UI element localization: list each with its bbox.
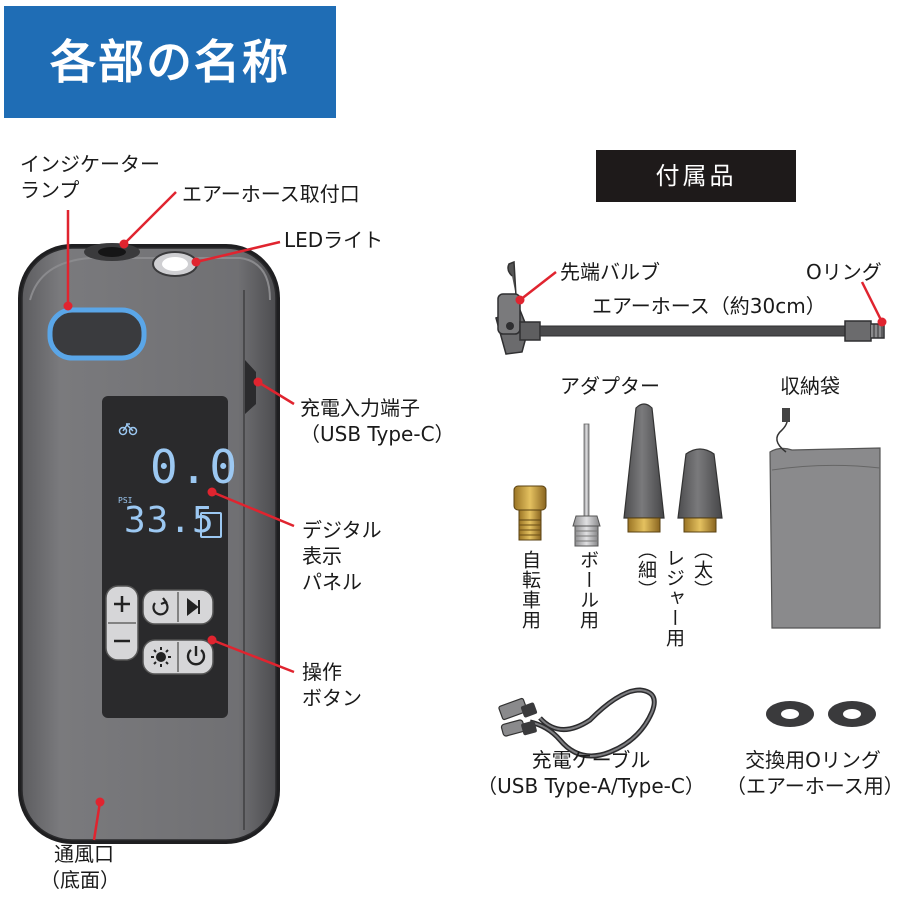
accessories-title: 付属品 [655,162,737,190]
title-banner [4,6,336,118]
power-icon [186,646,206,666]
label-charge-port-1: 充電入力端子 [300,396,420,420]
bicycle-icon [118,423,138,436]
label-vent-2: （底面） [40,868,120,892]
unit-psi: PSI [118,496,133,505]
ball-needle [572,423,601,547]
label-display-1: デジタル [302,518,382,542]
target-pressure-readout: 33.5 [124,500,215,541]
label-o-ring: Oリング [806,260,882,284]
label-display-3: パネル [302,570,362,594]
label-cable-1: 充電ケーブル [531,748,651,772]
cycle-icon [152,597,169,616]
label-thick: （太） [691,540,713,600]
label-led-light: LEDライト [284,228,384,252]
accessories-banner [596,150,796,202]
light-icon [151,647,171,667]
indicator-lamp [47,307,147,361]
label-indicator-lamp-2: ランプ [20,178,80,202]
label-hose-port: エアーホース取付口 [182,182,360,206]
label-thin: （細） [635,540,657,600]
label-display-2: 表示 [302,544,342,568]
main-pressure-readout: 0.0 [150,440,240,494]
thick-cone-adapter [677,448,723,533]
callout-dots [63,239,887,807]
label-charge-port-2: （USB Type-C） [300,422,455,446]
play-pause-icon [187,597,200,617]
storage-bag [769,408,881,629]
plus-icon [114,596,130,612]
label-cable-2: （USB Type-A/Type-C） [477,774,705,798]
label-spare-rings-1: 交換用Oリング [745,748,881,772]
label-air-hose: エアーホース（約30cm） [592,294,826,318]
label-leisure: レジャー用 [663,548,685,648]
label-tip-valve: 先端バルブ [560,260,660,284]
label-buttons-2: ボタン [302,686,362,710]
callout-lines [66,191,884,841]
label-ball: ボール用 [577,550,599,630]
label-bag: 収納袋 [780,374,840,398]
label-vent-1: 通風口 [54,842,114,866]
unit-icon [200,512,222,538]
page-title: 各部の名称 [50,35,290,89]
label-indicator-lamp-1: インジケーター [20,152,160,176]
label-adapter: アダプター [560,374,660,398]
label-spare-rings-2: （エアーホース用） [726,774,900,798]
air-hose [495,260,885,355]
thin-cone-adapter [623,403,665,533]
label-buttons-1: 操作 [302,660,342,684]
label-bicycle: 自転車用 [519,550,541,630]
spare-o-rings [766,701,876,727]
bicycle-adapter [513,485,547,541]
usb-cable [498,687,657,759]
